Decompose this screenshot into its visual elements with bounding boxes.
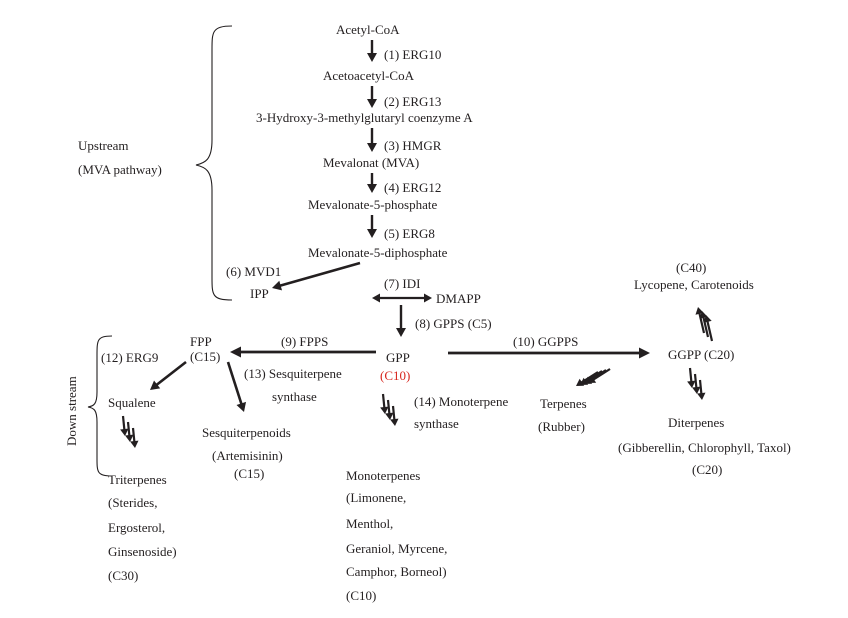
triterpenes-line-4: Ginsenoside): [108, 544, 177, 559]
gpp-label: GPP: [386, 350, 410, 365]
downstream-brace: [87, 335, 113, 477]
step13-line-1: (13) Sesquiterpene: [244, 366, 342, 381]
downstream-label: Down stream: [64, 376, 79, 446]
triterpenes-line-2: (Sterides,: [108, 495, 157, 510]
step5-label: (5) ERG8: [384, 226, 435, 241]
c40-label: (C40): [676, 260, 706, 275]
terpenes-line-2: (Rubber): [538, 419, 585, 434]
arrow-step8: [396, 305, 406, 337]
step6-label: (6) MVD1: [226, 264, 281, 279]
step7-label: (7) IDI: [384, 276, 420, 291]
multiarrow-ggpp-diterpenes: [687, 367, 706, 400]
arrow-step12: [150, 360, 187, 390]
arrow-step4: [367, 173, 377, 193]
arrow-step5: [367, 215, 377, 238]
upstream-sublabel: (MVA pathway): [78, 162, 162, 177]
upstream-label: Upstream: [78, 138, 129, 153]
sesquiterpenoids-line-1: Sesquiterpenoids: [202, 425, 291, 440]
arrow-step9: [230, 346, 376, 358]
monoterpenes-line-4: Geraniol, Myrcene,: [346, 541, 447, 556]
triterpenes-line-1: Triterpenes: [108, 472, 167, 487]
dmapp-label: DMAPP: [436, 291, 481, 306]
diterpenes-line-1: Diterpenes: [668, 415, 724, 430]
arrow-step10: [448, 347, 650, 359]
monoterpenes-line-3: Menthol,: [346, 516, 393, 531]
multiarrow-gpp-terpenes: [576, 368, 611, 386]
terpenes-line-1: Terpenes: [540, 396, 587, 411]
ggpp-label: GGPP (C20): [668, 347, 734, 362]
diterpenes-line-3: (C20): [692, 462, 722, 477]
monoterpenes-line-6: (C10): [346, 588, 376, 603]
ipp-label: IPP: [250, 286, 269, 301]
arrow-step2: [367, 86, 377, 108]
step4-label: (4) ERG12: [384, 180, 441, 195]
step3-label: (3) HMGR: [384, 138, 442, 153]
acetoacetyl-coa-label: Acetoacetyl-CoA: [323, 68, 415, 83]
gpp-carbon-label: (C10): [380, 368, 410, 383]
sesquiterpenoids-line-2: (Artemisinin): [212, 448, 283, 463]
fpp-carbon-label: (C15): [190, 349, 220, 364]
arrow-step7: [372, 293, 432, 303]
monoterpenes-line-5: Camphor, Borneol): [346, 564, 447, 579]
monoterpenes-line-2: (Limonene,: [346, 490, 406, 505]
triterpenes-line-5: (C30): [108, 568, 138, 583]
arrows-layer: [120, 40, 714, 448]
acetyl-coa-label: Acetyl-CoA: [336, 22, 400, 37]
squalene-label: Squalene: [108, 395, 156, 410]
step10-label: (10) GGPPS: [513, 334, 578, 349]
triterpenes-line-3: Ergosterol,: [108, 520, 165, 535]
mevalonate-5-phosphate-label: Mevalonate-5-phosphate: [308, 197, 437, 212]
step12-label: (12) ERG9: [101, 350, 158, 365]
hmg-coa-label: 3-Hydroxy-3-methylglutaryl coenzyme A: [256, 110, 473, 125]
arrow-step6: [272, 261, 361, 291]
arrow-step3: [367, 128, 377, 152]
mevalonate-5-diphosphate-label: Mevalonate-5-diphosphate: [308, 245, 448, 260]
step13-line-2: synthase: [272, 389, 317, 404]
diterpenes-line-2: (Gibberellin, Chlorophyll, Taxol): [618, 440, 791, 455]
step2-label: (2) ERG13: [384, 94, 441, 109]
step8-label: (8) GPPS (C5): [415, 316, 492, 331]
arrow-step13: [226, 361, 247, 412]
step14-line-2: synthase: [414, 416, 459, 431]
fpp-label: FPP: [190, 334, 212, 349]
multiarrow-ggpp-lycopene: [695, 307, 714, 342]
mevalonate-label: Mevalonat (MVA): [323, 155, 419, 170]
multiarrow-gpp-monoterpenes: [380, 393, 399, 426]
upstream-brace: [195, 25, 233, 301]
step14-line-1: (14) Monoterpene: [414, 394, 508, 409]
arrow-step1: [367, 40, 377, 62]
monoterpenes-line-1: Monoterpenes: [346, 468, 420, 483]
multiarrow-squalene-triterpenes: [120, 415, 139, 448]
step9-label: (9) FPPS: [281, 334, 328, 349]
sesquiterpenoids-line-3: (C15): [234, 466, 264, 481]
lycopene-label: Lycopene, Carotenoids: [634, 277, 754, 292]
step1-label: (1) ERG10: [384, 47, 441, 62]
